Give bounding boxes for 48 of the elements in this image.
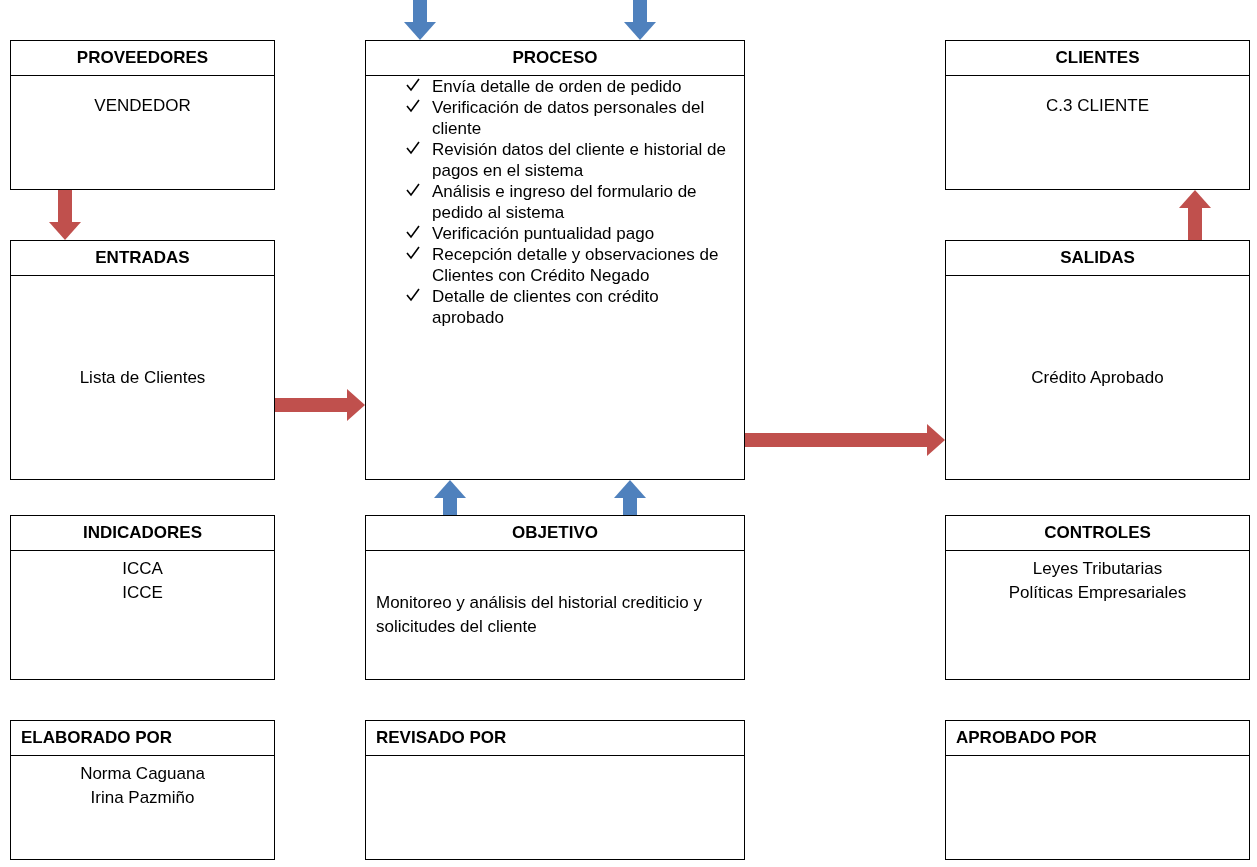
process-step: Verificación de datos personales del cliente [432,97,734,139]
section-heading: APROBADO POR [956,728,1097,748]
section-box [945,720,1250,860]
section-box [10,40,275,190]
section-box [365,40,745,480]
section-text: Políticas Empresariales [1008,582,1187,604]
process-step: Revisión datos del cliente e historial de pagos en el sistema [432,139,734,181]
process-step: Análisis e ingreso del formulario de pedido al sistema [432,181,734,223]
section-box [365,720,745,860]
section-text: C.3 CLIENTE [1046,95,1149,117]
section-heading: SALIDAS [1060,248,1135,268]
section-heading: CLIENTES [1055,48,1140,68]
section-text: Crédito Aprobado [1031,366,1164,389]
section-box [10,720,275,860]
section-heading: CONTROLES [1044,523,1151,543]
section-text: Leyes Tributarias [1032,558,1163,580]
section-heading: ENTRADAS [95,248,190,268]
section-text: VENDEDOR [94,95,191,117]
section-text: ICCA [122,558,163,580]
section-text: Monitoreo y análisis del historial crediticio y solicitudes del cliente [376,592,703,638]
section-box [10,515,275,680]
arrow [1179,190,1211,240]
section-heading: PROVEEDORES [76,48,209,68]
section-box [365,515,745,680]
process-step: Envía detalle de orden de pedido [432,76,682,97]
section-box [10,240,275,480]
arrow [614,480,646,515]
section-heading: INDICADORES [83,523,202,543]
section-box [945,240,1250,480]
process-step: Recepción detalle y observaciones de Clientes con Crédito Negado [432,244,734,286]
section-heading: ELABORADO POR [21,728,173,748]
arrow [434,480,466,515]
section-box [945,40,1250,190]
section-text: Norma Caguana [80,763,205,785]
section-box [945,515,1250,680]
process-step: Detalle de clientes con crédito aprobado [432,286,734,328]
arrow [49,190,81,240]
section-heading: OBJETIVO [512,523,598,543]
section-heading: PROCESO [512,48,598,68]
arrow [275,389,365,421]
section-text: Lista de Clientes [79,366,206,389]
arrow [745,424,945,456]
arrow [624,0,656,40]
section-text: Irina Pazmiño [90,787,195,809]
section-text: ICCE [122,582,163,604]
section-heading: REVISADO POR [376,728,507,748]
arrow [404,0,436,40]
process-step: Verificación puntualidad pago [432,223,655,244]
